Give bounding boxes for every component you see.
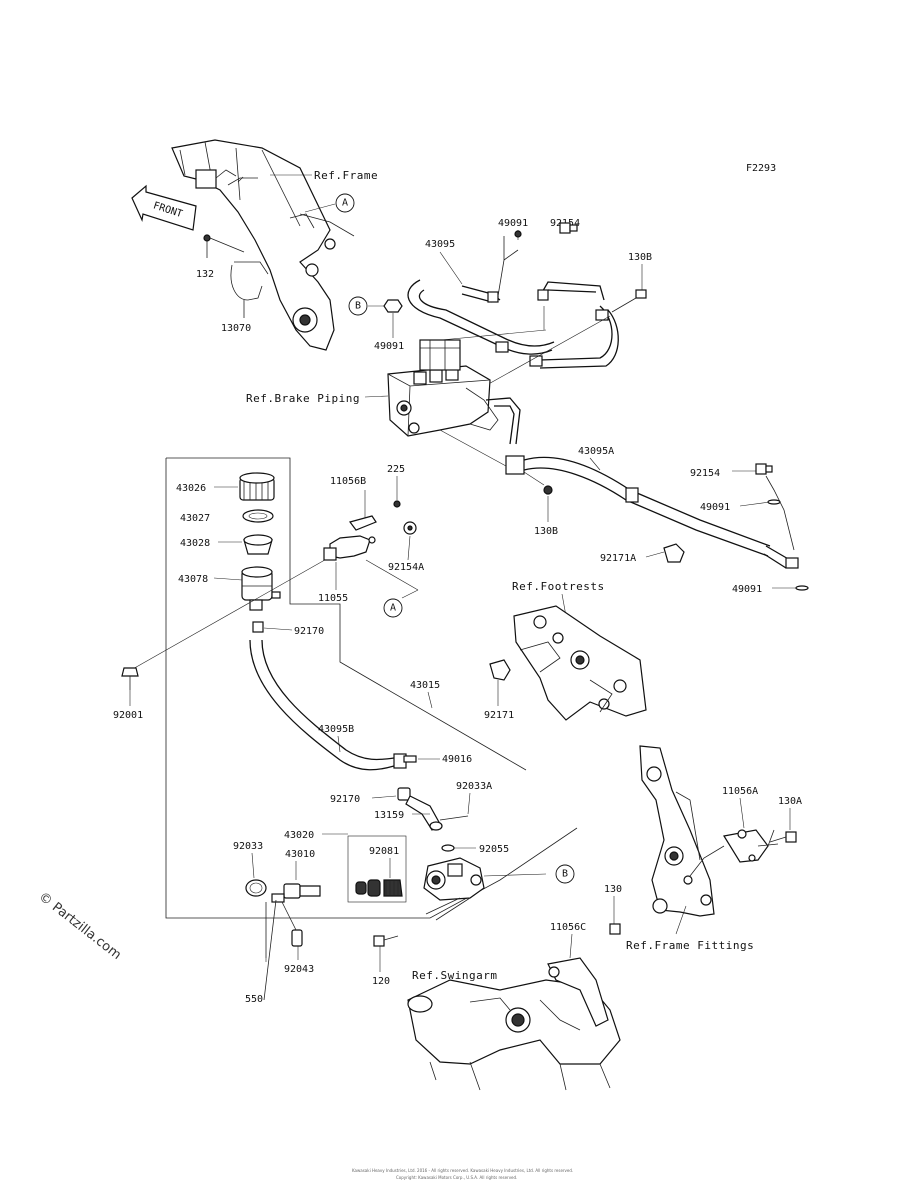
clip-92171 (489, 659, 511, 681)
elbow-13159 (405, 795, 469, 831)
ref-frame-fittings-label: Ref.Frame Fittings (626, 939, 754, 952)
part-11056A: 11056A (722, 786, 758, 797)
part-92154-right: 92154 (690, 468, 720, 479)
part-11056B: 11056B (330, 476, 366, 487)
abs-unit (387, 339, 521, 445)
bolt-120 (373, 935, 399, 947)
part-43015: 43015 (410, 680, 440, 691)
part-92171: 92171 (484, 710, 514, 721)
reservoir-cap-43026 (239, 472, 275, 501)
bracket-11056A (689, 829, 779, 877)
clip-92170-top (252, 621, 264, 633)
reservoir-43078 (241, 566, 281, 611)
part-49091-left: 49091 (374, 341, 404, 352)
plate-43027 (242, 509, 274, 523)
part-11056C: 11056C (550, 922, 586, 933)
part-130B-mid: 130B (534, 526, 558, 537)
clamp-13070 (230, 261, 269, 318)
part-132: 132 (196, 269, 214, 280)
frame-illustration (171, 139, 355, 351)
callout-b-top-label: B (355, 301, 361, 312)
part-43078: 43078 (178, 574, 208, 585)
part-43010: 43010 (285, 849, 315, 860)
part-130A: 130A (778, 796, 802, 807)
swingarm (407, 957, 621, 1091)
diaphragm-43028 (243, 534, 273, 555)
part-43028: 43028 (180, 538, 210, 549)
callout-a-top-label: A (342, 198, 348, 209)
callout-b-bottom-label: B (562, 869, 568, 880)
part-225: 225 (387, 464, 405, 475)
screw-92001 (121, 667, 139, 690)
hose-43095B (249, 639, 407, 771)
part-92171A: 92171A (600, 553, 636, 564)
hose-43095A (439, 429, 799, 569)
bolt-132 (203, 234, 245, 258)
footer-line-1: Kawasaki Heavy Industries, Ltd. 2016 - A… (352, 1168, 573, 1173)
part-92170-mid: 92170 (330, 794, 360, 805)
ref-frame-label: Ref.Frame (314, 169, 378, 182)
callout-a-top (335, 193, 355, 213)
part-43095A: 43095A (578, 446, 614, 457)
front-arrow: FRONT (131, 184, 197, 231)
part-49016: 49016 (442, 754, 472, 765)
bolt-130B-top (611, 289, 647, 313)
pushrod-43010 (271, 883, 321, 903)
part-130: 130 (604, 884, 622, 895)
part-92001: 92001 (113, 710, 143, 721)
kit-43020-box (347, 835, 407, 903)
callout-a-bottom-label: A (390, 603, 396, 614)
part-92081: 92081 (369, 846, 399, 857)
part-49091-top: 49091 (498, 218, 528, 229)
watermark: © Partzilla.com (36, 889, 124, 963)
part-92033: 92033 (233, 841, 263, 852)
part-11055: 11055 (318, 593, 348, 604)
frame-fittings-plate (639, 745, 715, 917)
clip-92170-mid (397, 787, 411, 801)
part-13159: 13159 (374, 810, 404, 821)
footer-line-2: Copyright: Kawasaki Motors Corp., U.S.A.… (396, 1175, 517, 1180)
part-92154A: 92154A (388, 562, 424, 573)
bolt-130A (769, 831, 797, 843)
pin-92043 (281, 901, 303, 947)
part-43020: 43020 (284, 830, 314, 841)
part-13070: 13070 (221, 323, 251, 334)
part-120: 120 (372, 976, 390, 987)
callout-b-bottom (555, 864, 575, 884)
part-130B-top: 130B (628, 252, 652, 263)
clip-49016 (403, 755, 417, 763)
part-49091-right1: 49091 (700, 502, 730, 513)
footrest-bracket (513, 605, 647, 721)
part-43027: 43027 (180, 513, 210, 524)
bracket-11055 (323, 515, 377, 561)
assembly-box (165, 457, 578, 919)
part-550: 550 (245, 994, 263, 1005)
ref-swingarm-label: Ref.Swingarm (412, 969, 497, 982)
part-43095B: 43095B (318, 724, 354, 735)
nut-92154A (403, 521, 417, 535)
callout-b-top (348, 296, 368, 316)
callout-a-bottom (383, 598, 403, 618)
hose-43095 (407, 236, 619, 401)
part-92170-top: 92170 (294, 626, 324, 637)
bolt-130 (609, 923, 621, 935)
bolt-92154-right (755, 463, 795, 551)
part-92033A: 92033A (456, 781, 492, 792)
master-cylinder (423, 857, 547, 921)
part-43026: 43026 (176, 483, 206, 494)
ref-footrests-label: Ref.Footrests (512, 580, 605, 593)
part-92055: 92055 (479, 844, 509, 855)
bolt-92154-top (559, 222, 578, 234)
part-43095: 43095 (425, 239, 455, 250)
circlip-92033 (245, 879, 267, 897)
clip-92171A (663, 543, 685, 563)
part-92043: 92043 (284, 964, 314, 975)
diagram-code: F2293 (746, 163, 776, 174)
part-49091-right2: 49091 (732, 584, 762, 595)
ref-brake-piping-label: Ref.Brake Piping (246, 392, 360, 405)
